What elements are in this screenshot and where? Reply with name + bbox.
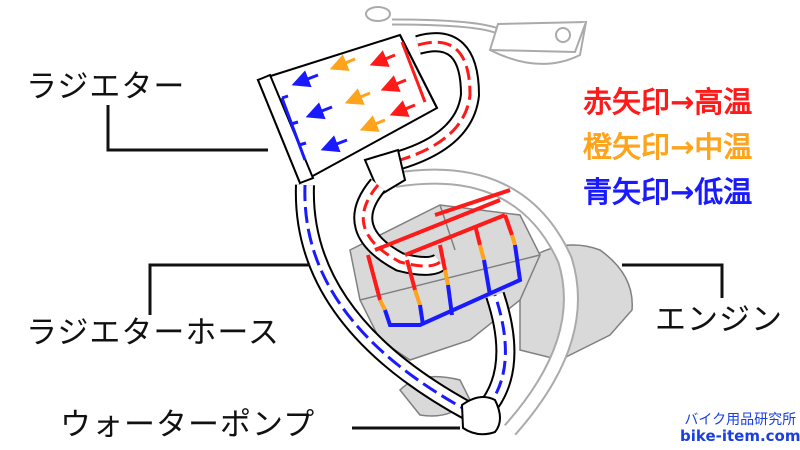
credit-site: bike-item.com (680, 427, 800, 446)
legend-hot: 赤矢印→高温 (583, 85, 753, 119)
leader-lines (106, 105, 724, 430)
radiator-hose (294, 184, 475, 421)
label-engine: エンジン (655, 302, 783, 338)
engine-passages (366, 188, 523, 327)
radiator-flow-arrows (291, 50, 416, 153)
water-pump (460, 395, 501, 436)
legend-warm: 橙矢印→中温 (583, 130, 753, 164)
radiator-hot-tank (400, 41, 427, 103)
credit-name: バイク用品研究所 (684, 412, 797, 428)
legend-cold: 青矢印→低温 (583, 175, 753, 209)
label-radiator: ラジエター (26, 69, 186, 105)
engine-outlet-hose (353, 178, 447, 276)
label-radiator-hose: ラジエターホース (26, 315, 280, 351)
upper-hose (396, 32, 481, 170)
site-credit: バイク用品研究所 bike-item.com (680, 412, 800, 445)
reservoir-tank (365, 6, 588, 65)
label-water-pump: ウォーターポンプ (60, 407, 316, 443)
radiator-cold-tank (280, 94, 307, 161)
